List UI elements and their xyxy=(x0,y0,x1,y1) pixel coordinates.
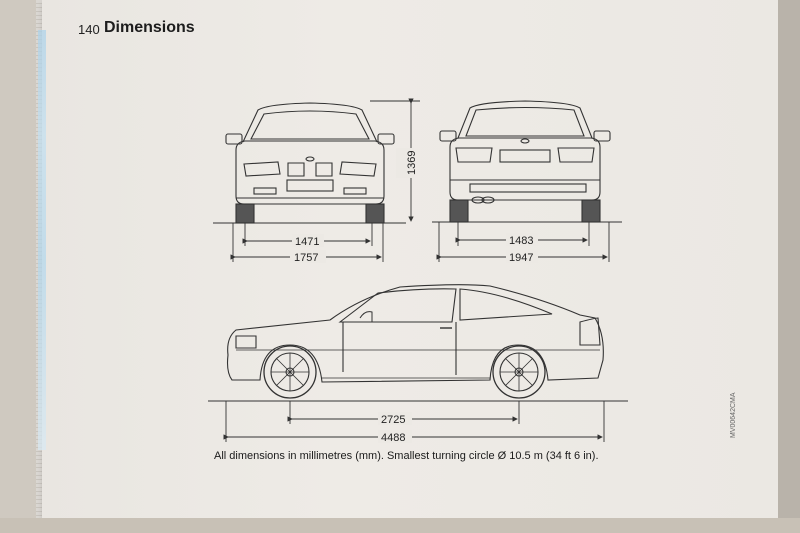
dimensions-caption: All dimensions in millimetres (mm). Smal… xyxy=(214,450,599,462)
rear-view-car xyxy=(439,100,611,223)
front-width-label: 1757 xyxy=(294,252,318,264)
page-title: Dimensions xyxy=(104,19,195,36)
length-label: 4488 xyxy=(381,432,405,444)
wheelbase-label: 2725 xyxy=(381,414,405,426)
page-number: 140 xyxy=(78,22,100,37)
figure-code: MV00642CMA xyxy=(730,392,737,438)
rear-width-label: 1947 xyxy=(509,252,533,264)
page-edge-tabs xyxy=(38,30,46,450)
front-view-car xyxy=(225,102,395,224)
front-track-label: 1471 xyxy=(295,236,319,248)
side-view-car xyxy=(226,284,604,399)
background-edge xyxy=(778,0,800,533)
dimension-lines xyxy=(208,98,628,442)
height-label: 1369 xyxy=(406,151,418,175)
background-bottom xyxy=(0,518,800,533)
rear-track-label: 1483 xyxy=(509,235,533,247)
